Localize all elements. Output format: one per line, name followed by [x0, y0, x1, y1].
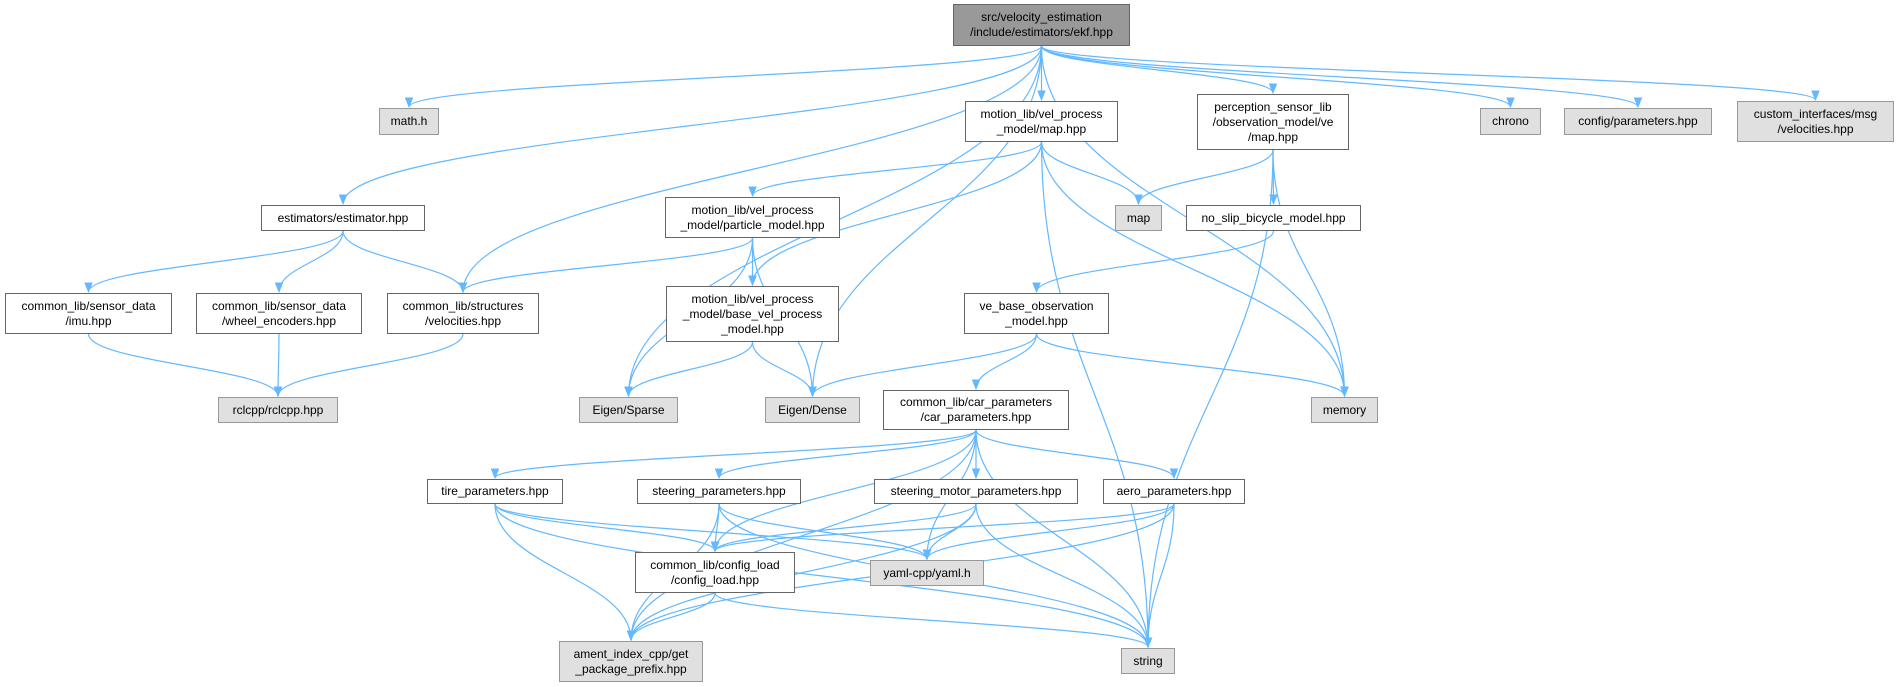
node-ve-base-observation-model-hpp[interactable]: ve_base_observation _model.hpp [964, 293, 1109, 334]
edge-root-to-dense [808, 45, 1043, 398]
edge-motion_map-to-base_vel [748, 141, 1043, 287]
edge-tire-to-yaml [494, 503, 932, 561]
edge-steering-to-yaml [718, 503, 932, 561]
edge-no_slip-to-ve_base [1032, 230, 1275, 294]
edge-root-to-custom [1040, 45, 1820, 102]
edge-estimator-to-imu [84, 230, 344, 294]
edge-base_vel-to-sparse [624, 341, 754, 398]
edge-car_params-to-aero [975, 429, 1179, 480]
edge-root-to-velocities [458, 45, 1043, 294]
node-chrono[interactable]: chrono [1480, 108, 1541, 135]
node-steering-parameters-hpp[interactable]: steering_parameters.hpp [637, 479, 801, 504]
edge-ve_base-to-car_params [971, 333, 1038, 391]
edge-root-to-chrono [1040, 45, 1515, 109]
node-ament-package-prefix-hpp[interactable]: ament_index_cpp/get _package_prefix.hpp [559, 641, 703, 682]
edge-root-to-perception [1040, 45, 1278, 95]
edge-particle-to-velocities [458, 237, 754, 294]
edge-perception-to-map [1134, 149, 1274, 206]
node-eigen-sparse[interactable]: Eigen/Sparse [579, 397, 678, 423]
node-perception-map-hpp[interactable]: perception_sensor_lib /observation_model… [1197, 94, 1349, 150]
edge-velocities-to-rclcpp [273, 333, 464, 398]
edge-root-to-estimator [338, 45, 1043, 206]
node-base-vel-process-model-hpp[interactable]: motion_lib/vel_process _model/base_vel_p… [666, 286, 839, 342]
edge-car_params-to-steering [714, 429, 977, 480]
edge-ve_base-to-dense [808, 333, 1038, 398]
edge-perception-to-memory [1272, 149, 1349, 398]
node-car-parameters-hpp[interactable]: common_lib/car_parameters /car_parameter… [883, 390, 1069, 430]
edge-root-to-config_params [1040, 45, 1643, 109]
edge-car_params-to-ament [626, 429, 977, 642]
node-memory[interactable]: memory [1311, 397, 1378, 423]
edge-perception-to-string [1143, 149, 1274, 649]
edge-aero-to-string [1143, 503, 1175, 649]
edge-motion_map-to-string [1040, 141, 1153, 649]
node-config-load-hpp[interactable]: common_lib/config_load /config_load.hpp [635, 552, 795, 593]
node-custom-interfaces-velocities-hpp[interactable]: custom_interfaces/msg /velocities.hpp [1737, 101, 1894, 142]
edge-steering_motor-to-config_load [710, 503, 977, 553]
node-aero-parameters-hpp[interactable]: aero_parameters.hpp [1103, 479, 1245, 504]
node-wheel-encoders-hpp[interactable]: common_lib/sensor_data /wheel_encoders.h… [196, 293, 362, 334]
node-tire-parameters-hpp[interactable]: tire_parameters.hpp [427, 479, 563, 504]
node-yaml-h[interactable]: yaml-cpp/yaml.h [870, 560, 984, 586]
edge-config_load-to-string [714, 592, 1153, 649]
edge-estimator-to-velocities [342, 230, 468, 294]
edge-motion_map-to-memory [1040, 141, 1349, 398]
edge-aero-to-yaml [922, 503, 1175, 561]
node-rclcpp-hpp[interactable]: rclcpp/rclcpp.hpp [218, 397, 338, 423]
node-steering-motor-parameters-hpp[interactable]: steering_motor_parameters.hpp [874, 479, 1078, 504]
node-math-h[interactable]: math.h [379, 108, 439, 135]
node-estimator-hpp[interactable]: estimators/estimator.hpp [261, 205, 425, 231]
edge-aero-to-config_load [710, 503, 1175, 553]
edge-tire-to-ament [494, 503, 636, 642]
node-config-parameters-hpp[interactable]: config/parameters.hpp [1564, 108, 1712, 135]
node-map[interactable]: map [1115, 205, 1162, 231]
node-imu-hpp[interactable]: common_lib/sensor_data /imu.hpp [5, 293, 172, 334]
node-particle-model-hpp[interactable]: motion_lib/vel_process _model/particle_m… [665, 197, 840, 238]
node-no-slip-bicycle-model-hpp[interactable]: no_slip_bicycle_model.hpp [1186, 205, 1361, 231]
node-root-ekf-hpp[interactable]: src/velocity_estimation /include/estimat… [953, 4, 1130, 46]
edge-car_params-to-string [975, 429, 1153, 649]
edge-root-to-math [404, 45, 1043, 109]
edge-ve_base-to-memory [1035, 333, 1349, 398]
node-eigen-dense[interactable]: Eigen/Dense [765, 397, 860, 423]
edge-motion_map-to-particle [748, 141, 1043, 198]
edge-base_vel-to-dense [751, 341, 817, 398]
edge-config_load-to-ament [626, 592, 716, 642]
edge-car_params-to-tire [490, 429, 977, 480]
node-velocities-hpp[interactable]: common_lib/structures /velocities.hpp [387, 293, 539, 334]
edge-steering_motor-to-yaml [922, 503, 977, 561]
edge-estimator-to-wheel [274, 230, 344, 294]
edge-tire-to-string [494, 503, 1153, 649]
edge-wheel-to-rclcpp [273, 333, 283, 398]
node-motion-map-hpp[interactable]: motion_lib/vel_process _model/map.hpp [965, 101, 1118, 142]
edge-imu-to-rclcpp [87, 333, 283, 398]
edge-motion_map-to-map [1040, 141, 1143, 206]
node-string[interactable]: string [1121, 648, 1175, 674]
edge-steering_motor-to-string [975, 503, 1153, 649]
edge-car_params-to-config_load [710, 429, 977, 553]
